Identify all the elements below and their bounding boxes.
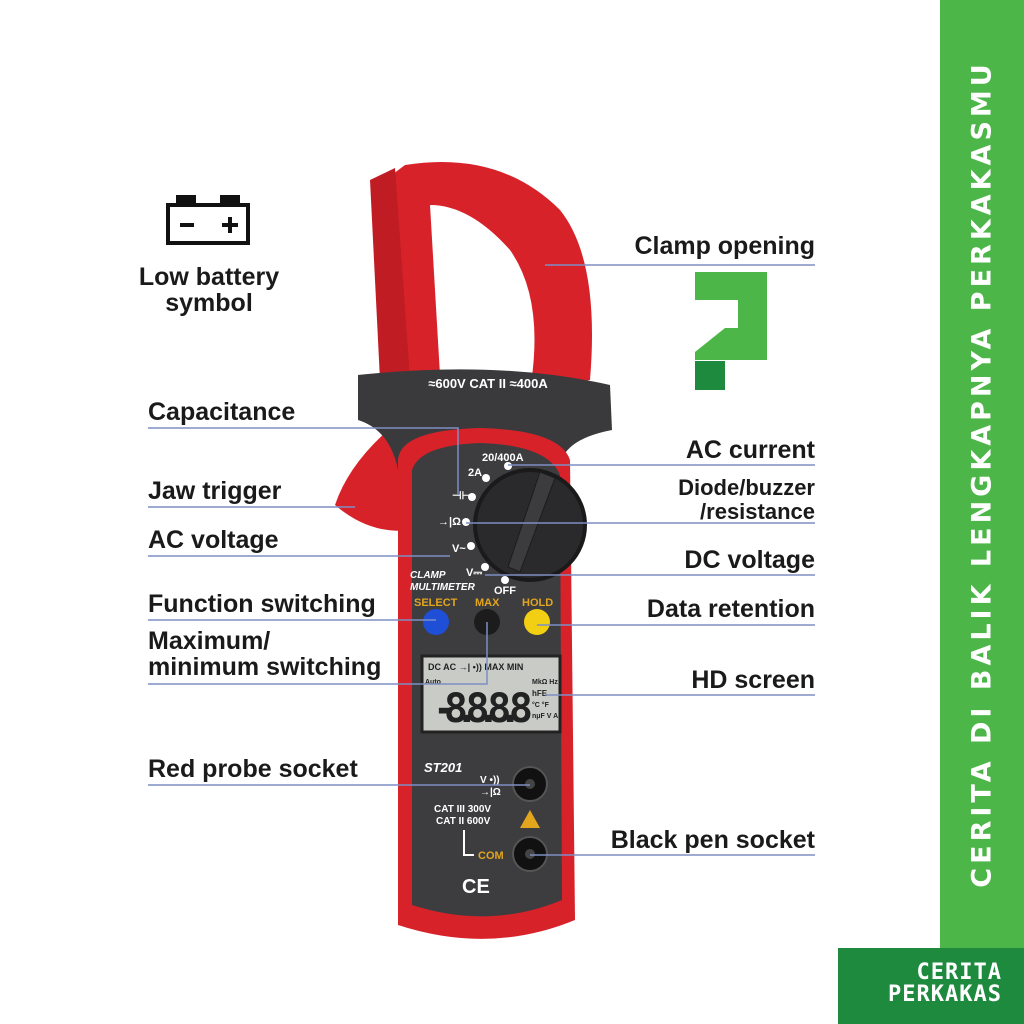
battery-icon — [166, 195, 250, 245]
lcd-unit-4: nμF V A — [532, 713, 558, 720]
dial-vdc: V⎓ — [466, 567, 482, 579]
label-data-retention: Data retention — [646, 595, 815, 623]
dial-2a: 2A — [468, 467, 482, 479]
label-jaw-trigger: Jaw trigger — [148, 477, 282, 505]
dial-pointer — [507, 471, 556, 573]
select-label: SELECT — [414, 597, 458, 609]
brand-logo-line2: PERKAKAS — [888, 982, 1002, 1007]
dial-vac: V~ — [452, 543, 466, 555]
lcd-screen — [420, 654, 562, 734]
dial-ohm: →|Ω — [438, 516, 461, 528]
dial-off: OFF — [494, 585, 516, 597]
brand-logo: CERITA PERKAKAS — [838, 948, 1024, 1024]
lcd-auto: Auto — [425, 679, 441, 686]
label-ac-voltage: AC voltage — [148, 526, 279, 554]
label-ac-current: AC current — [685, 436, 815, 464]
model-label: ST201 — [424, 760, 462, 775]
label-max-min-switching: Maximum/minimum switching — [148, 627, 382, 681]
dial-20-400a: 20/400A — [482, 452, 524, 464]
label-dc-voltage: DC voltage — [684, 546, 815, 574]
label-diode-buzzer-resistance: Diode/buzzer/resistance — [678, 475, 815, 524]
dial-marks — [462, 462, 512, 584]
hold-label: HOLD — [522, 597, 553, 609]
label-hd-screen: HD screen — [691, 666, 815, 694]
com-label: COM — [478, 850, 504, 862]
label-clamp-opening: Clamp opening — [634, 232, 815, 260]
select-button[interactable] — [423, 609, 449, 635]
cat-rating-2: CAT II 600V — [436, 816, 491, 827]
lcd-top-indicators: DC AC →| •)) MAX MIN — [428, 662, 523, 672]
sidebar-tagline: CERITA DI BALIK LENGKAPNYA PERKAKASMU — [966, 60, 998, 888]
warning-icon — [520, 810, 540, 828]
max-label: MAX — [475, 597, 500, 609]
lcd-digits: -8.8.8.8 — [433, 686, 533, 732]
hold-button[interactable] — [524, 609, 550, 635]
label-red-probe-socket: Red probe socket — [148, 755, 358, 783]
label-capacitance: Capacitance — [148, 398, 296, 426]
sidebar-banner — [940, 0, 1024, 948]
label-black-pen-socket: Black pen socket — [610, 826, 815, 854]
socket-label-2: →|Ω — [480, 787, 501, 798]
lcd-unit-2: hFE — [532, 689, 548, 698]
watermark-logo-icon — [695, 272, 767, 390]
rating-text: ≈600V CAT II ≈400A — [428, 376, 548, 391]
clamp-jaw — [335, 162, 592, 531]
label-function-switching: Function switching — [148, 590, 376, 618]
leader-lines — [148, 264, 815, 856]
lcd-unit-1: MkΩ Hz — [532, 679, 558, 686]
lcd-unit-3: °C °F — [532, 701, 550, 709]
dial-capacitance: ⊣⊢ — [452, 489, 471, 502]
brand-text-1: CLAMP — [410, 570, 446, 581]
brand-logo-line1: CERITA — [916, 960, 1002, 985]
brand-text-2: MULTIMETER — [410, 582, 476, 593]
socket-label-1: V •)) — [480, 775, 500, 786]
ce-mark: CE — [462, 876, 490, 898]
cat-rating-1: CAT III 300V — [434, 804, 491, 815]
